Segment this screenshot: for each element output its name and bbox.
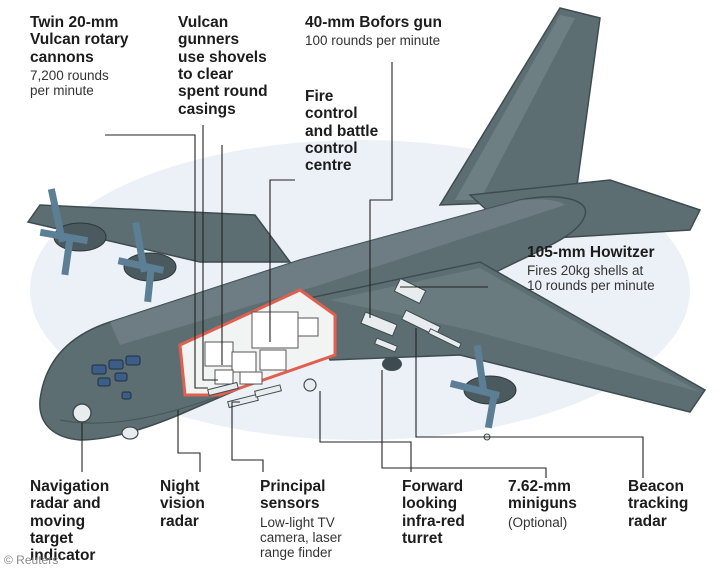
near-wing: [298, 261, 707, 413]
callout-flir-turret: Forward looking infra-red turret: [402, 478, 465, 547]
callout-night-vision: Night vision radar: [160, 478, 205, 530]
callout-vulcan-cannons: Twin 20-mm Vulcan rotary cannons 7,200 r…: [30, 14, 129, 98]
engine-far-1: [39, 188, 107, 276]
callout-title: 7.62-mm miniguns: [508, 478, 577, 513]
callout-detail: 7,200 rounds per minute: [30, 68, 109, 99]
callout-beacon-radar: Beacon tracking radar: [628, 478, 688, 530]
callout-title: Night vision radar: [160, 478, 205, 530]
callout-title: 105-mm Howitzer: [527, 244, 655, 261]
callout-title: Principal sensors: [260, 478, 326, 513]
bofors-gun: [360, 311, 398, 353]
callout-nav-radar: Navigation radar and moving target indic…: [30, 478, 109, 565]
callout-detail: (Optional): [508, 514, 568, 530]
callout-detail: 100 rounds per minute: [305, 33, 441, 49]
sensor-turret: [303, 378, 317, 392]
nav-radar-dome: [72, 403, 92, 423]
callout-detail: Low-light TV camera, laser range finder: [260, 514, 342, 560]
callout-detail: Fires 20kg shells at 10 rounds per minut…: [527, 263, 655, 294]
callout-principal-sensors: Principal sensors Low-light TV camera, l…: [260, 478, 342, 560]
callout-title: Beacon tracking radar: [628, 478, 689, 530]
cockpit-windows: [91, 355, 141, 400]
callout-title: 40-mm Bofors gun: [305, 14, 442, 31]
howitzer-gun: [393, 277, 462, 349]
callout-vulcan-gunners: Vulcan gunners use shovels to clear spen…: [178, 14, 268, 118]
vulcan-barrels: [207, 381, 282, 409]
callout-bofors-gun: 40-mm Bofors gun 100 rounds per minute: [305, 14, 442, 48]
callout-title: Navigation radar and moving target indic…: [30, 478, 110, 565]
callout-fire-control: Fire control and battle control centre: [305, 88, 378, 175]
callout-title: Twin 20-mm Vulcan rotary cannons: [30, 14, 129, 66]
minigun-pod: [382, 357, 402, 371]
callout-howitzer: 105-mm Howitzer Fires 20kg shells at 10 …: [527, 244, 655, 294]
callout-title: Fire control and battle control centre: [305, 88, 379, 175]
callout-title: Forward looking infra-red turret: [402, 478, 465, 548]
cutaway-equipment: [204, 311, 319, 385]
leader-lines: [81, 62, 644, 478]
night-vision-dome: [121, 426, 139, 440]
engine-near: [449, 344, 517, 429]
far-wing: [26, 204, 292, 263]
callout-miniguns: 7.62-mm miniguns (Optional): [508, 478, 577, 530]
photo-credit: © Reuters: [4, 553, 59, 567]
engine-far-2: [117, 221, 177, 303]
callout-title: Vulcan gunners use shovels to clear spen…: [178, 14, 268, 118]
